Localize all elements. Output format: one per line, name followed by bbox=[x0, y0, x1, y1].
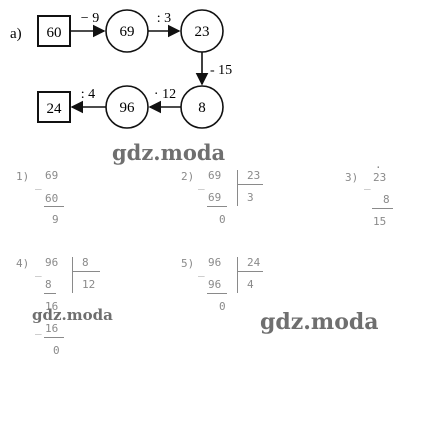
watermark: gdz.moda bbox=[32, 306, 113, 324]
calc-4-sub-2: 16 bbox=[45, 322, 59, 335]
calc-2-minus: _ bbox=[198, 177, 205, 190]
calc-2-bracket-v bbox=[237, 170, 238, 206]
calc-4-bracket-v bbox=[72, 257, 73, 293]
calc-5-sub: 96 bbox=[208, 278, 222, 291]
calc-1: 1) _ 69 60 9 bbox=[16, 170, 76, 230]
calc-5-quotient: 4 bbox=[247, 278, 254, 291]
calc-4-minus: _ bbox=[35, 264, 42, 277]
calc-3-label: 3) bbox=[345, 171, 359, 184]
calc-1-top: 69 bbox=[45, 169, 59, 182]
calc-2-divisor: 23 bbox=[247, 169, 261, 182]
step3-label: - 15 bbox=[210, 63, 232, 78]
calc-4-quotient: 12 bbox=[82, 278, 96, 291]
end-box bbox=[37, 91, 71, 123]
calc-4-bracket-h bbox=[72, 271, 100, 272]
calc-4-result: 0 bbox=[53, 344, 60, 357]
node-1-value: 69 bbox=[120, 24, 135, 40]
calc-4-sub: 8 bbox=[45, 278, 52, 291]
calc-3-sub: 8 bbox=[383, 193, 390, 206]
calc-5-rule bbox=[207, 293, 227, 294]
calc-4-remainder: 16 bbox=[45, 300, 59, 313]
calc-4-label: 4) bbox=[16, 257, 30, 270]
operation-chain: а) 60 − 9 69 : 3 23 - 15 8 · 12 96 : 4 2… bbox=[10, 9, 232, 129]
calc-1-minus: _ bbox=[35, 177, 42, 190]
calc-5-bracket-h bbox=[237, 271, 263, 272]
calc-2-bracket-h bbox=[237, 184, 263, 185]
calc-5-dividend: 96 bbox=[208, 256, 222, 269]
calc-3-top: 23 bbox=[373, 171, 387, 184]
step4-label: · 12 bbox=[154, 87, 176, 102]
calc-2-rule bbox=[207, 206, 227, 207]
node-4-value: 96 bbox=[120, 100, 136, 116]
calc-4-minus-2: _ bbox=[35, 322, 42, 335]
step5-label: : 4 bbox=[81, 87, 95, 102]
calc-3-rule bbox=[372, 208, 393, 209]
calc-2-quotient: 3 bbox=[247, 191, 254, 204]
watermark: gdz.moda bbox=[260, 309, 379, 335]
calc-5-bracket-v bbox=[237, 257, 238, 293]
watermark: gdz.moda bbox=[112, 140, 226, 165]
calc-5-result: 0 bbox=[219, 300, 226, 313]
calc-4-divisor: 8 bbox=[82, 256, 89, 269]
calc-3-borrow-dot: · bbox=[375, 161, 382, 174]
calc-1-rule bbox=[44, 206, 64, 207]
calc-4-dividend: 96 bbox=[45, 256, 59, 269]
calc-4: 4) _ 96 8 12 8 16 _ 16 0 bbox=[16, 257, 116, 367]
calc-1-result: 9 bbox=[52, 213, 59, 226]
calc-3-minus: _ bbox=[364, 177, 371, 190]
calc-2-sub: 69 bbox=[208, 191, 222, 204]
node-2-value: 23 bbox=[195, 24, 210, 40]
calc-5-minus: _ bbox=[198, 264, 205, 277]
calc-2-dividend: 69 bbox=[208, 169, 222, 182]
calc-2-result: 0 bbox=[219, 213, 226, 226]
calc-4-rule-2 bbox=[44, 337, 64, 338]
calc-3: · 3) _ 23 8 15 bbox=[345, 161, 405, 234]
calc-3-result: 15 bbox=[373, 215, 387, 228]
node-3-value: 8 bbox=[198, 100, 206, 116]
calc-5-divisor: 24 bbox=[247, 256, 261, 269]
calc-4-rule bbox=[44, 293, 56, 294]
calc-2: 2) _ 69 23 3 69 0 bbox=[181, 170, 281, 230]
calc-2-label: 2) bbox=[181, 170, 195, 183]
start-value: 60 bbox=[47, 25, 62, 41]
calc-1-label: 1) bbox=[16, 170, 30, 183]
step1-label: − 9 bbox=[81, 11, 99, 26]
part-label: а) bbox=[10, 26, 22, 42]
calc-5: 5) _ 96 24 4 96 0 bbox=[181, 257, 281, 327]
calc-5-label: 5) bbox=[181, 257, 195, 270]
step2-label: : 3 bbox=[157, 11, 171, 26]
calc-1-sub: 60 bbox=[45, 192, 59, 205]
end-value: 24 bbox=[47, 101, 63, 117]
